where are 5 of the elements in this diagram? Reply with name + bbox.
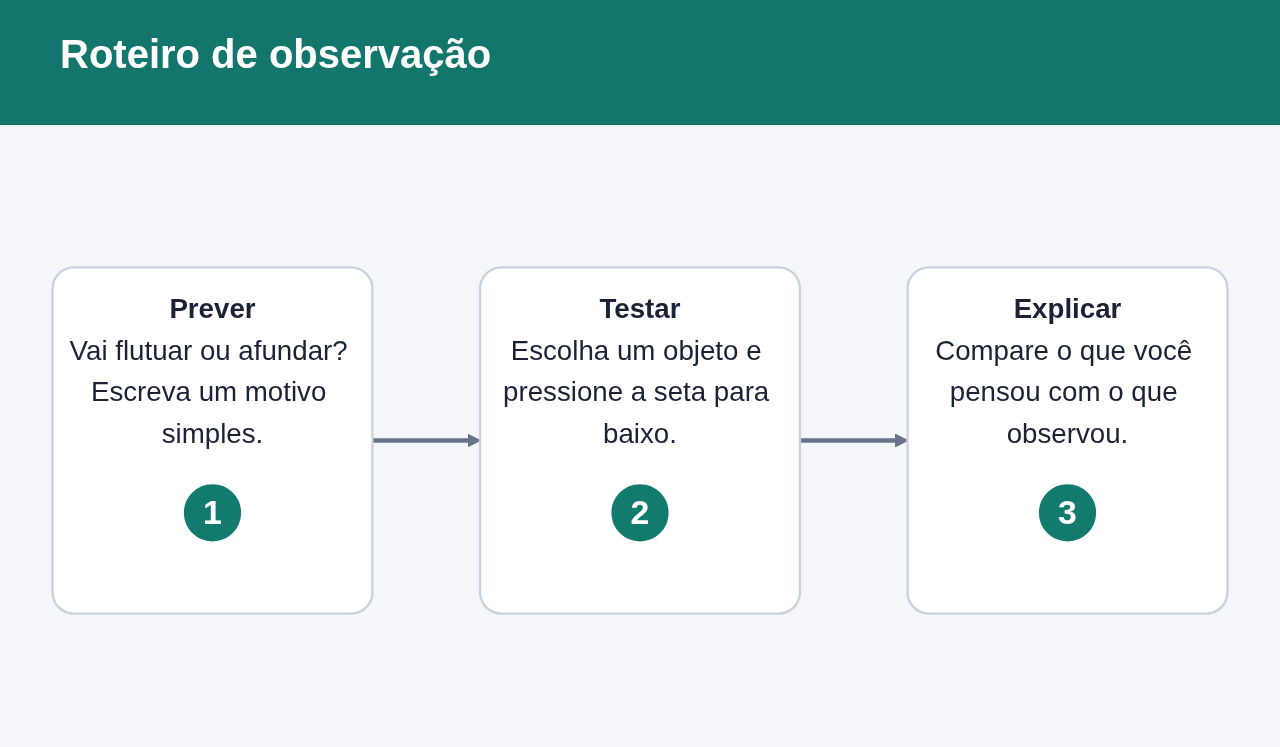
number-circle: 1 [183,483,242,541]
arrow [372,433,481,447]
number-circle: 2 [611,483,669,541]
title: Roteiro de observação [60,32,492,77]
number-circle: 3 [1038,483,1097,541]
